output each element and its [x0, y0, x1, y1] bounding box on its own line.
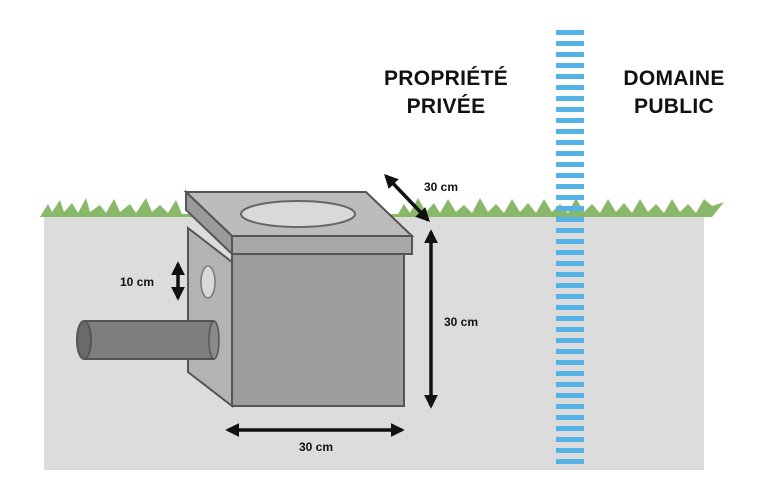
label-top-depth: 30 cm	[424, 180, 458, 194]
heading-public-line1: DOMAINE	[623, 67, 724, 90]
box-side-opening	[200, 265, 216, 299]
box-front-face	[231, 253, 405, 407]
pipe-inner-end	[208, 320, 220, 360]
label-pipe-offset: 10 cm	[120, 275, 154, 289]
label-height: 30 cm	[444, 315, 478, 329]
heading-private-line1: PROPRIÉTÉ	[384, 67, 508, 90]
dimension-arrow-depth	[384, 173, 430, 223]
pipe-body	[84, 321, 216, 359]
box-lid-opening	[240, 200, 356, 228]
grass-strip	[40, 198, 724, 217]
pipe-end	[76, 320, 92, 360]
heading-public-line2: PUBLIC	[634, 95, 714, 118]
box-lid-side-edge	[185, 189, 233, 257]
heading-private-line2: PRIVÉE	[407, 95, 486, 118]
box-lid-front-edge	[231, 235, 413, 255]
label-width: 30 cm	[299, 440, 333, 454]
